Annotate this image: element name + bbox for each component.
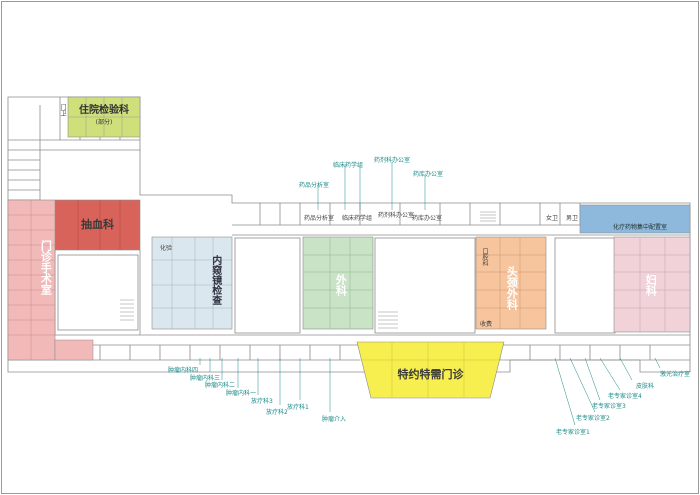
- head-neck-label: 头颈外科: [505, 266, 519, 310]
- room-gate: 门卫: [59, 104, 66, 116]
- special-clinic-label: 特约特需门诊: [397, 367, 464, 381]
- callout-oncology-3: 肿瘤内科三: [190, 375, 221, 382]
- callout-oncology-2: 肿瘤内科二: [205, 382, 236, 389]
- chemo-prep-label: 化疗药物集中配置室: [612, 223, 667, 231]
- gynecology-label: 妇科: [644, 274, 658, 296]
- callout-oncology-intervention: 肿瘤介入: [322, 416, 347, 423]
- callout-radiotherapy-1: 放疗科1: [287, 404, 309, 411]
- callout-expert-3: 老专家诊室3: [592, 403, 626, 410]
- blood-collection-label: 抽血科: [81, 217, 114, 231]
- room-clinic: 口腔科: [481, 248, 488, 266]
- callout-expert-4: 老专家诊室4: [608, 393, 642, 400]
- callout-pharmacy-office: 药剂科办公室: [374, 157, 411, 164]
- callout-radiotherapy-2: 放疗科2: [266, 409, 288, 416]
- callout-expert-1: 老专家诊室1: [556, 429, 590, 436]
- endoscopy-label: 内窥镜检查: [209, 255, 221, 305]
- callout-expert-2: 老专家诊室2: [576, 415, 610, 422]
- room-fee: 收费: [480, 321, 493, 328]
- room-pharmacy-office: 药剂科办公室: [378, 212, 415, 219]
- callout-laser: 激光治疗室: [660, 371, 691, 378]
- callout-dermatology: 皮肤科: [636, 383, 655, 390]
- surgery-label: 外科: [334, 274, 348, 296]
- callout-clinical-pharmacy: 临床药学组: [333, 162, 364, 169]
- inpatient-lab-sub: (部分): [95, 118, 113, 126]
- outpatient-surgery-label: 门诊手术室: [39, 239, 53, 295]
- room-toilet-m: 男卫: [566, 215, 579, 222]
- callout-radiotherapy-3: 放疗科3: [251, 398, 273, 405]
- callout-oncology-1: 肿瘤内科一: [226, 390, 257, 397]
- room-lab-small: 化验: [160, 245, 173, 252]
- room-clinical-pharmacy: 临床药学组: [342, 215, 373, 222]
- inpatient-lab-label: 住院检验科: [68, 101, 140, 121]
- callout-warehouse-office: 药库办公室: [413, 171, 444, 178]
- room-drug-analysis: 药品分析室: [304, 215, 335, 222]
- inpatient-lab-title: 住院检验科: [79, 105, 129, 117]
- room-toilet-w: 女卫: [546, 215, 559, 222]
- callout-oncology-4: 肿瘤内科四: [168, 367, 199, 374]
- callout-drug-analysis: 药品分析室: [299, 182, 330, 189]
- room-warehouse-office: 药库办公室: [412, 215, 443, 222]
